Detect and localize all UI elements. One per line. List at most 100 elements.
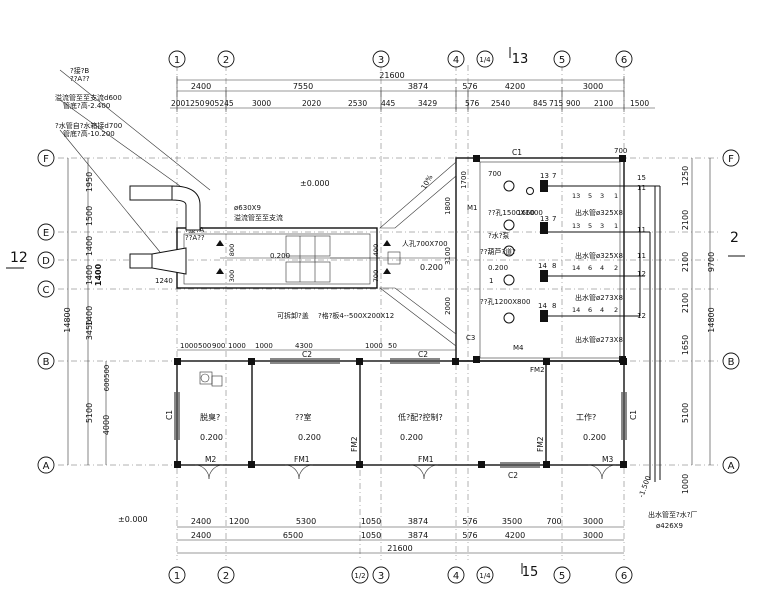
pipe2-a: 溢流管至至支流d600 <box>55 93 122 102</box>
window-c3: C3 <box>466 334 475 342</box>
dim-right-1650: 1650 <box>681 335 690 355</box>
side-mark-right: 2 <box>730 230 739 246</box>
dim-700a: 700 <box>488 170 501 178</box>
dim-left-1950: 1950 <box>85 172 94 192</box>
pipe3-a: ?水管自?水箱接d700 <box>55 121 122 130</box>
chain-2-c: 3 <box>600 222 604 230</box>
chain-4-a: 14 <box>572 306 580 314</box>
chain-2-d: 1 <box>614 222 618 230</box>
out-pipe-2: 出水管ø325X8 <box>575 251 623 260</box>
out-pipe-4: 出水管ø273X8 <box>575 335 623 344</box>
chain-4-b: 6 <box>588 306 592 314</box>
chain-4-d: 2 <box>614 306 618 314</box>
right-dimensions: 9700 14800 1250 2100 2100 2100 1650 5100… <box>681 158 716 494</box>
window-c2-bottom: C2 <box>508 471 518 480</box>
dim-left-14800: 14800 <box>63 307 72 332</box>
building-dims-top: 1000 500 900 1000 1000 4300 1000 50 <box>177 342 456 351</box>
hole-1200: ??孔1200X800 <box>480 298 530 306</box>
dim-left-1400a: 1400 <box>85 236 94 256</box>
dim-row2-7: 3429 <box>418 99 437 108</box>
dim-800: 800 <box>228 244 236 256</box>
dim-top-3: 3874 <box>408 82 428 91</box>
dim-right-5100: 5100 <box>681 403 690 423</box>
dim-right-14800: 14800 <box>707 307 716 332</box>
dim-row2-13: 2100 <box>594 99 613 108</box>
hole-1500: ??孔1500X1000 <box>488 209 543 217</box>
dim-overall-top: 21600 <box>379 71 404 80</box>
dim-row2-1: 2001250 <box>171 99 205 108</box>
dim-top-4: 576 <box>462 82 477 91</box>
doors-windows: M2 FM1 FM2 FM1 FM2 M3 C1 C1 C2 C2 C2 <box>165 350 638 480</box>
discharge-pipes: 13 5 3 1 出水管ø325X8 13 5 3 1 出水管ø325X8 14… <box>548 174 697 530</box>
drop-elev: -1.500 <box>637 475 652 499</box>
room-1-elev: 0.200 <box>200 433 223 442</box>
room-1-name: 脱臭? <box>200 412 220 422</box>
pump-num-2: 7 <box>552 172 556 180</box>
out-pipe-1: 出水管ø325X8 <box>575 208 623 217</box>
pipe2-b: 管底?高-2.400 <box>63 101 110 110</box>
dim-right-1000: 1000 <box>681 474 690 494</box>
dim-row2-9: 2540 <box>491 99 510 108</box>
pipe1-b: ??A?? <box>70 75 90 83</box>
axis-bottom-1-4: 1/4 <box>479 572 491 580</box>
dim-bot2-7: 3000 <box>583 531 603 540</box>
dim-2000: 2000 <box>444 297 452 315</box>
axis-bottom-1: 1 <box>174 571 180 582</box>
dim-1800: 1800 <box>444 197 452 215</box>
dim-1-label: 1 <box>489 277 493 285</box>
dim-bot-6: 576 <box>462 517 477 526</box>
dim-400: 400 <box>372 244 380 256</box>
room-3-elev: 0.200 <box>400 433 423 442</box>
dim-right-2100c: 2100 <box>681 293 690 313</box>
pump-num-5: 14 <box>538 262 547 270</box>
chain-3-c: 4 <box>600 264 604 272</box>
right-num-11b: 11 <box>637 226 646 234</box>
axis-top-1-4: 1/4 <box>479 56 491 64</box>
dim-left-1400b: 1400 <box>85 265 94 285</box>
room-2-name: ??室 <box>295 412 312 422</box>
chain-1-b: 5 <box>588 192 592 200</box>
elev-200-pump: 0.200 <box>488 264 508 272</box>
pump-units: 13 7 13 7 14 8 14 8 <box>503 172 556 324</box>
right-num-15: 15 <box>637 174 646 182</box>
dim-300: 300 <box>228 270 236 282</box>
dim-left-5100: 5100 <box>85 403 94 423</box>
axis-top-1: 1 <box>174 55 180 66</box>
out-pipe-final-a: 出水管至?水?厂 <box>648 510 697 519</box>
section-mark-bottom: 15 <box>522 565 539 580</box>
dim-right-1250: 1250 <box>681 166 690 186</box>
dim-row2-8: 576 <box>465 99 480 108</box>
dim-b-1000a: 1000 <box>180 342 198 350</box>
dim-bot2-6: 4200 <box>505 531 525 540</box>
dim-bot2-4: 3874 <box>408 531 428 540</box>
dim-700: 700 <box>372 270 380 282</box>
pump-num-1: 13 <box>540 172 549 180</box>
door-fm1-a: FM1 <box>294 455 310 464</box>
elev-200-channel: 0.200 <box>420 263 443 272</box>
axis-row-F-right: F <box>728 154 734 165</box>
dim-b-900: 900 <box>212 342 225 350</box>
pipe-630-note: 溢流管至至支流 <box>234 213 283 222</box>
chain-1-c: 3 <box>600 192 604 200</box>
dim-left-1500: 1500 <box>85 206 94 226</box>
chain-3-b: 6 <box>588 264 592 272</box>
dim-row2-4: 2020 <box>302 99 321 108</box>
window-c1-left: C1 <box>165 410 174 420</box>
window-c2-top1: C2 <box>302 350 312 359</box>
axis-bubbles-rows: F E D C B A F B A 12 2 <box>6 149 745 474</box>
right-num-12a: 12 <box>637 270 646 278</box>
axis-row-F-left: F <box>43 154 49 165</box>
room-2-elev: 0.200 <box>298 433 321 442</box>
dim-b-50: 50 <box>388 342 397 350</box>
dim-right-9700: 9700 <box>707 252 716 272</box>
left-dimensions: 14800 1950 1500 1400 1400 1400 1400 3450… <box>63 158 111 465</box>
pipe-630: ø630X9 <box>234 204 261 212</box>
dim-3100: 3100 <box>444 247 452 265</box>
pipe1-a: ?接?B <box>70 66 89 75</box>
dim-left-3450: 3450 <box>85 320 94 340</box>
dim-row2-3: 3000 <box>252 99 271 108</box>
chain-3-d: 2 <box>614 264 618 272</box>
pump-num-6: 8 <box>552 262 556 270</box>
dim-right-2100a: 2100 <box>681 210 690 230</box>
dim-row2-14: 1500 <box>630 99 649 108</box>
